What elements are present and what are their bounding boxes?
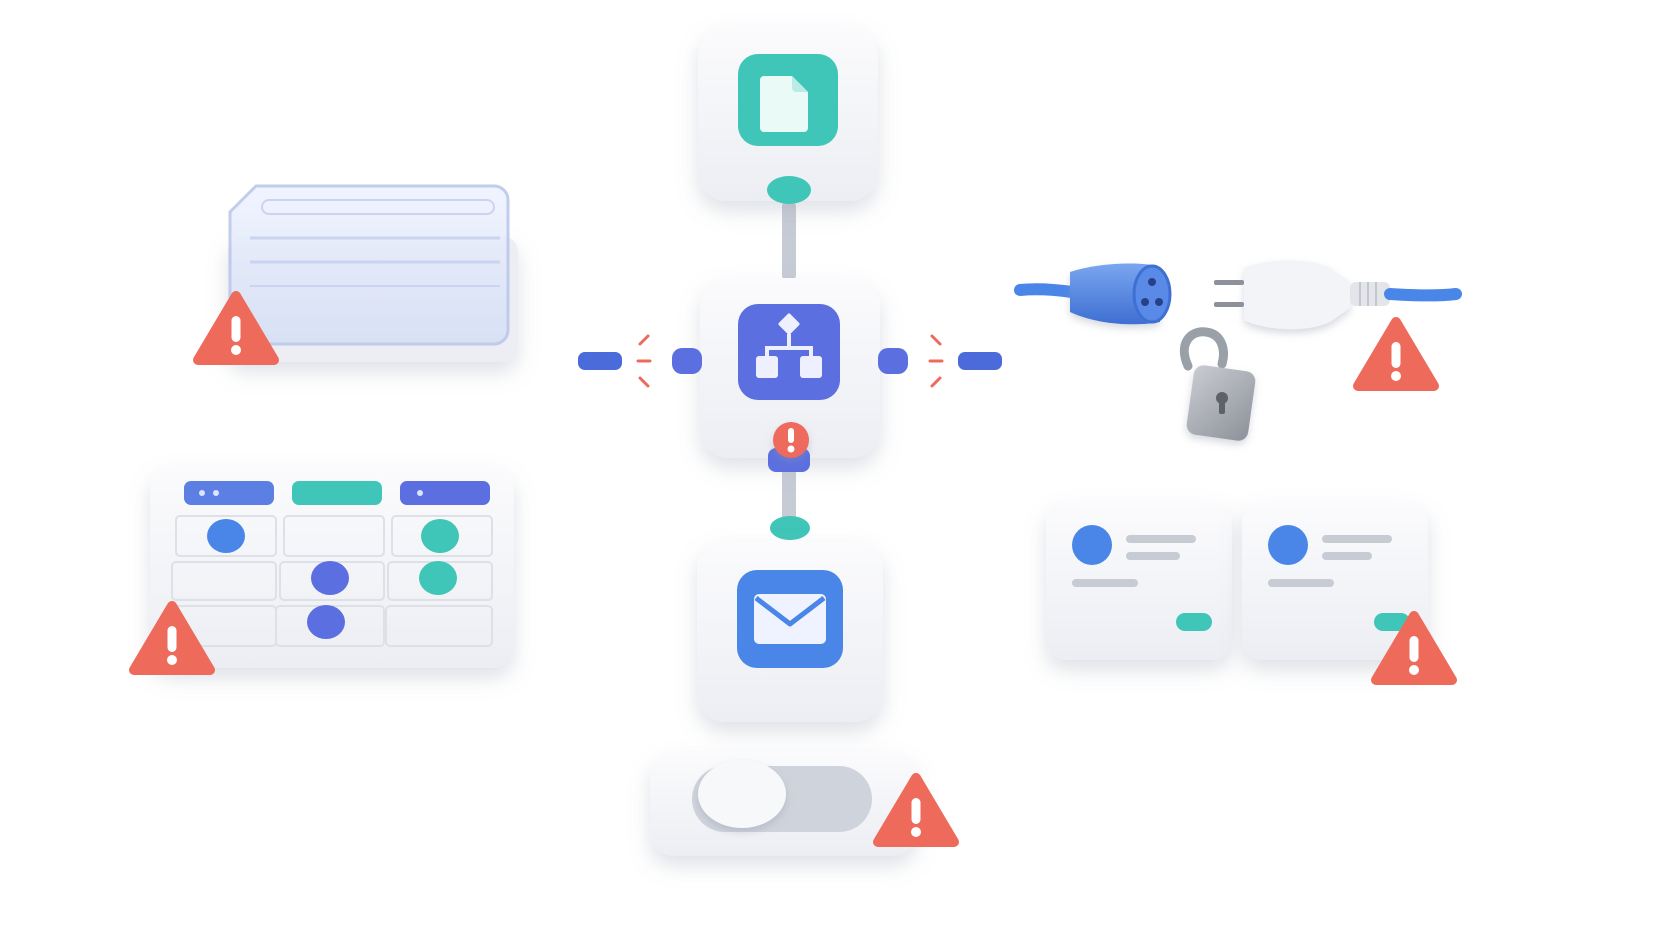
- right-port: [878, 348, 908, 374]
- left-disconnected-link: [578, 334, 652, 388]
- kanban-card: [419, 561, 457, 595]
- kanban-card: [421, 519, 459, 553]
- document-node: [698, 26, 878, 204]
- kanban-header-2: [292, 481, 382, 505]
- profile-cards: [1046, 502, 1452, 680]
- card-badge: [1176, 613, 1212, 631]
- connector-port: [767, 176, 811, 204]
- avatar: [1268, 525, 1308, 565]
- kanban-board: [134, 466, 514, 670]
- kanban-card: [307, 605, 345, 639]
- connector-port: [770, 516, 810, 540]
- kanban-header-1: [184, 481, 274, 505]
- flowchart-icon: [756, 313, 822, 378]
- cable: [1014, 283, 1078, 298]
- email-node: [697, 516, 883, 722]
- profile-card: [1242, 502, 1428, 660]
- avatar: [1072, 525, 1112, 565]
- connection-error-warning-icon: [773, 422, 809, 458]
- pipe-top: [782, 200, 796, 282]
- empty-data-container: [198, 184, 518, 362]
- toggle-switch: [650, 752, 954, 856]
- toggle-knob: [698, 760, 786, 828]
- unlocked-padlock: [1179, 327, 1256, 441]
- profile-card: [1046, 502, 1232, 660]
- card-badge: [1374, 613, 1410, 631]
- flow-node: [672, 278, 908, 472]
- warning-icon: [1358, 322, 1434, 386]
- envelope-icon: [754, 594, 826, 644]
- kanban-header-3: [400, 481, 490, 505]
- kanban-card: [207, 519, 245, 553]
- plug-icon: [1214, 260, 1462, 330]
- glass-tray-icon: [228, 184, 510, 346]
- left-port: [672, 348, 702, 374]
- kanban-card: [311, 561, 349, 595]
- document-icon: [760, 76, 808, 132]
- padlock-open-icon: [1179, 327, 1228, 371]
- right-disconnected-link: [928, 334, 1002, 388]
- unplugged-connector: [1014, 260, 1462, 387]
